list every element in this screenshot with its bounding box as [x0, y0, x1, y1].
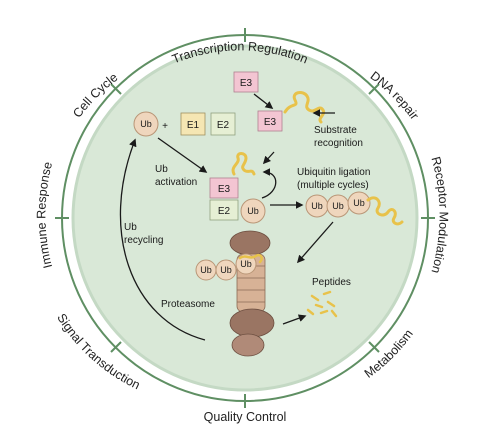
peptides-label: Peptides — [312, 277, 351, 288]
e2-top-label: E2 — [217, 120, 230, 131]
ub-activation-label: Ub — [155, 164, 168, 175]
proteasome-label: Proteasome — [161, 299, 215, 310]
e3-box-top — [233, 71, 259, 93]
prot-ub-1-label: Ub — [200, 265, 212, 275]
ub-on-e2-label: Ub — [247, 206, 259, 216]
arrow-ub-activation — [157, 137, 208, 173]
polyub-2-label: Ub — [332, 201, 344, 211]
substrate-recognition-label: Substrate — [314, 125, 357, 136]
ub-free-label: Ub — [140, 119, 152, 129]
ligation-label: Ubiquitin ligation — [297, 167, 370, 178]
ub-recycling-label: Ub — [124, 222, 137, 233]
ub-recycling-label-2: recycling — [124, 235, 163, 246]
e2-box-complex — [209, 199, 239, 221]
e2-complex-label: E2 — [218, 206, 231, 217]
recycling-arrow — [119, 138, 206, 341]
label-immune-response: Immune Response — [34, 160, 55, 269]
arrow-cycle-curve — [261, 168, 277, 199]
arrow-to-peptides — [282, 314, 307, 325]
e3-complex-label: E3 — [218, 184, 231, 195]
e1-label: E1 — [187, 120, 200, 131]
ub-free — [133, 111, 159, 137]
e3-top-label: E3 — [240, 78, 253, 89]
substrate-protein-complex — [231, 152, 256, 176]
peptide-fragments — [306, 290, 338, 318]
e3-box-complex — [209, 177, 239, 199]
polyub-3 — [347, 191, 371, 215]
ring-ticks — [55, 28, 435, 408]
arrow-e3-down — [253, 93, 274, 109]
arrow-substrate-in — [262, 151, 275, 165]
substrate-recognition-label-2: recognition — [314, 138, 363, 149]
ub-activation-label-2: activation — [155, 177, 197, 188]
plus-sign: + — [162, 121, 168, 132]
e3-substrate-label: E3 — [264, 117, 277, 128]
e1-box — [180, 112, 206, 136]
label-quality-control: Quality Control — [204, 410, 287, 424]
polyub-1-label: Ub — [311, 201, 323, 211]
ligation-label-2: (multiple cycles) — [297, 180, 369, 191]
prot-ub-2 — [215, 259, 237, 281]
substrate-protein-top — [283, 91, 326, 124]
polyub-3-label: Ub — [353, 198, 365, 208]
substrate-in-proteasome — [238, 253, 263, 264]
ub-on-e2 — [240, 198, 266, 224]
e2-box-top — [210, 112, 236, 136]
prot-ub-2-label: Ub — [220, 265, 232, 275]
e3-box-substrate — [257, 110, 283, 132]
prot-ub-3-label: Ub — [240, 259, 252, 269]
label-receptor-modulation: Receptor Modulation — [428, 155, 450, 275]
prot-ub-3 — [235, 253, 257, 275]
arrow-to-proteasome — [296, 221, 334, 264]
substrate-protein-polyub — [366, 196, 404, 226]
